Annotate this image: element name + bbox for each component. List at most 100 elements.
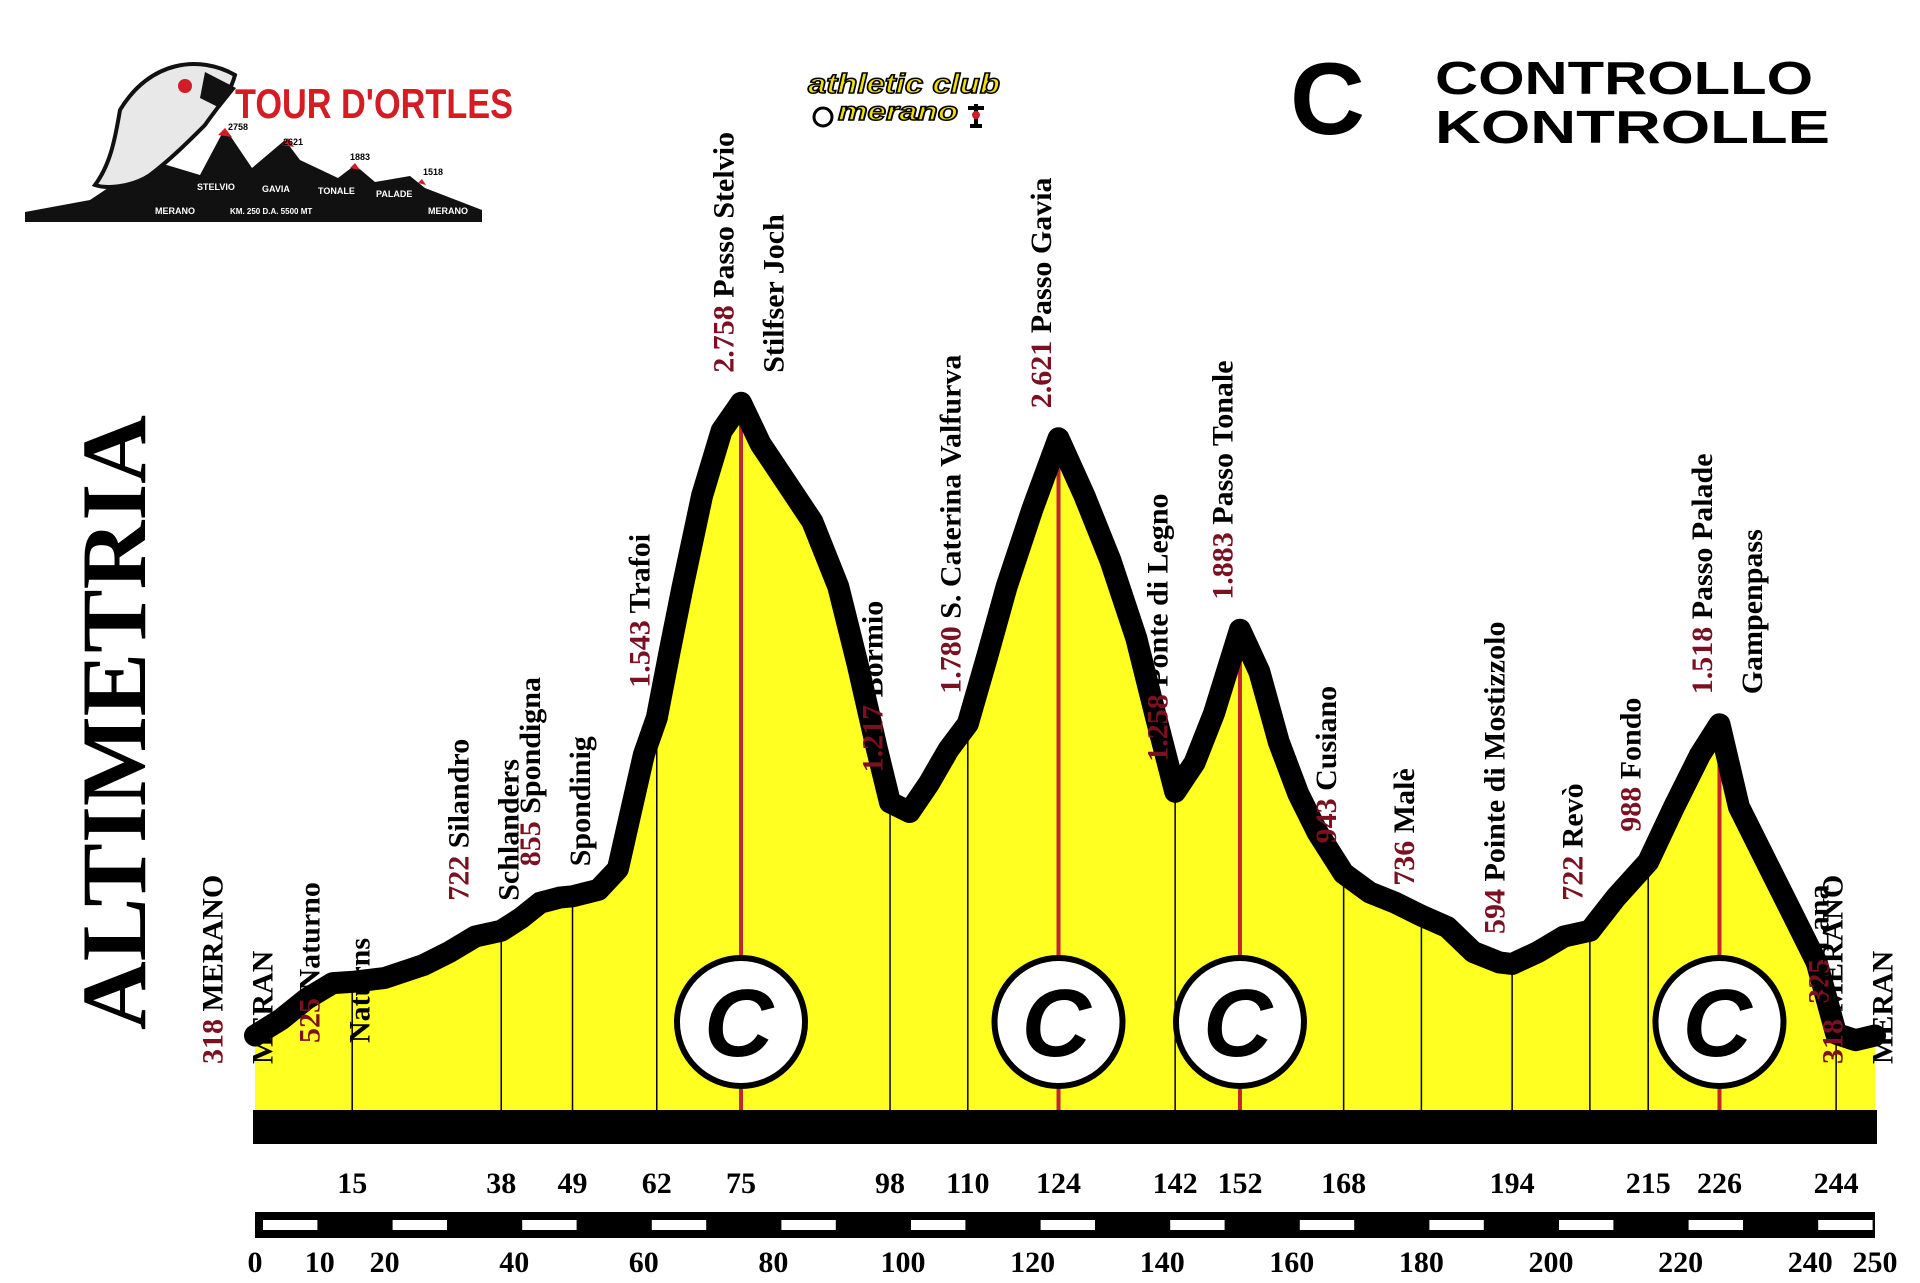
station-name-3-0: Spondigna — [514, 677, 547, 814]
scale-tick-13: 240 — [1788, 1246, 1833, 1279]
scale-tick-12: 220 — [1658, 1246, 1703, 1279]
profile-outline-group — [244, 391, 1886, 1052]
station-name-6-0: Bormio — [857, 601, 890, 698]
scale-segment-180 — [1429, 1220, 1484, 1230]
km-mark-5: 98 — [875, 1167, 905, 1200]
control-marker-letter-8: C — [1022, 970, 1093, 1077]
tour-logo: TOUR D'ORTLES 2758 2621 1883 1518 STELVI… — [25, 62, 513, 222]
km-mark-8: 142 — [1153, 1167, 1198, 1200]
scale-tick-1: 10 — [305, 1246, 335, 1279]
station-label-15-0: 988 Fondo — [1615, 698, 1648, 832]
station-name-11-0: Cusiano — [1310, 686, 1343, 791]
station-label-3-0: 855 Spondigna — [514, 677, 547, 866]
station-name-2-0: Silandro — [443, 739, 476, 849]
scale-segment-80 — [781, 1220, 836, 1230]
control-legend-line-2: KONTROLLE — [1435, 101, 1830, 153]
station-name-15-0: Fondo — [1615, 698, 1648, 780]
station-altitude-12: 736 — [1388, 833, 1421, 886]
station-name-10-0: Passo Tonale — [1207, 360, 1240, 524]
control-marker-ring-10 — [1172, 955, 1307, 1089]
station-name-18-0: MERANO — [1817, 875, 1850, 1012]
club-athlete-head — [972, 111, 980, 119]
station-label-7-0: 1.780 S. Caterina Valfurva — [934, 355, 967, 694]
station-label-11-0: 943 Cusiano — [1310, 686, 1343, 844]
km-mark-2: 49 — [558, 1167, 588, 1200]
station-name-3-1: Spondinig — [564, 736, 597, 866]
control-legend: C CONTROLLO KONTROLLE — [1290, 42, 1830, 156]
scale-tick-6: 100 — [881, 1246, 926, 1279]
scale-tick-10: 180 — [1399, 1246, 1444, 1279]
side-title: ALTIMETRIA — [63, 415, 165, 1030]
km-mark-6: 110 — [946, 1167, 989, 1200]
station-altitude-3: 855 — [514, 814, 547, 867]
scale-segment-60 — [651, 1220, 707, 1230]
scale-tick-0: 0 — [248, 1246, 263, 1279]
station-name-2-1: Schlanders — [493, 759, 526, 901]
scale-segment-20 — [392, 1220, 447, 1230]
station-altitude-2: 722 — [443, 848, 476, 901]
logo-peak-height-3: 1883 — [350, 152, 370, 162]
profile-outline — [244, 391, 1886, 1052]
station-label-16-0: 1.518 Passo Palade — [1686, 453, 1719, 694]
profile-base — [253, 1110, 1877, 1144]
station-name-17-0: Lana — [1803, 884, 1836, 951]
logo-peak-stelvio: STELVIO — [197, 182, 235, 192]
scale-tick-4: 60 — [629, 1246, 659, 1279]
station-name-16-1: Gampenpass — [1736, 529, 1769, 694]
eagle-eye — [178, 79, 192, 93]
scale-segment-240 — [1818, 1220, 1873, 1230]
km-mark-3: 62 — [642, 1167, 672, 1200]
station-label-0-1: MERAN — [247, 950, 280, 1064]
control-marker-ring-16 — [1652, 955, 1787, 1089]
station-name-4-0: Trafoi — [623, 534, 656, 613]
scale-tick-3: 40 — [499, 1246, 529, 1279]
profile-baseline — [253, 1110, 1877, 1144]
control-legend-line-1: CONTROLLO — [1435, 52, 1813, 104]
station-altitude-10: 1.883 — [1207, 525, 1240, 600]
control-legend-letter: C — [1290, 42, 1365, 156]
club-line-1: athletic club — [808, 68, 1000, 99]
logo-peak-height-2: 2621 — [283, 137, 303, 147]
scale-tick-14: 250 — [1853, 1246, 1898, 1279]
station-name-5-0: Passo Stelvio — [708, 132, 741, 298]
logo-title: TOUR D'ORTLES — [235, 80, 513, 127]
profile-area — [255, 402, 1875, 1118]
station-label-9-0: 1.258 Ponte di Legno — [1142, 493, 1175, 761]
control-marker-ring-5 — [674, 955, 808, 1089]
station-name-9-0: Ponte di Legno — [1142, 493, 1175, 686]
station-label-5-0: 2.758 Passo Stelvio — [708, 132, 741, 373]
scale-segment-40 — [522, 1220, 577, 1230]
control-marker-letter-5: C — [704, 970, 775, 1077]
station-label-18-1: MERAN — [1867, 950, 1900, 1064]
logo-start-merano: MERANO — [155, 206, 195, 216]
station-label-8-0: 2.621 Passo Gavia — [1025, 177, 1058, 408]
station-name-1-0: Naturno — [294, 882, 327, 990]
profile-fill — [255, 402, 1875, 1118]
station-altitude-9: 1.258 — [1142, 687, 1175, 762]
station-name-16-0: Passo Palade — [1686, 453, 1719, 619]
station-label-12-0: 736 Malè — [1388, 768, 1421, 885]
scale-tick-5: 80 — [758, 1246, 788, 1279]
eagle-beak — [200, 72, 236, 108]
logo-peak-gavia: GAVIA — [262, 184, 290, 194]
km-mark-11: 194 — [1490, 1167, 1535, 1200]
station-name-0-0: MERANO — [197, 875, 230, 1012]
station-altitude-1: 525 — [294, 991, 327, 1044]
station-label-16-1: Gampenpass — [1736, 529, 1769, 694]
station-label-18-0: 318 MERANO — [1817, 875, 1850, 1064]
station-name-5-1: Stilfser Joch — [758, 214, 791, 373]
logo-peak-height-1: 2758 — [228, 122, 248, 132]
station-label-5-1: Stilfser Joch — [758, 214, 791, 373]
scale-tick-11: 200 — [1529, 1246, 1574, 1279]
club-wheel-icon — [812, 106, 834, 128]
athletic-club-logo: athletic club merano — [807, 67, 1001, 128]
station-altitude-5: 2.758 — [708, 298, 741, 373]
km-mark-13: 226 — [1697, 1167, 1742, 1200]
scale-tick-9: 160 — [1269, 1246, 1314, 1279]
station-altitude-16: 1.518 — [1686, 619, 1719, 694]
km-mark-14: 244 — [1814, 1167, 1859, 1200]
km-mark-7: 124 — [1036, 1167, 1081, 1200]
station-altitude-11: 943 — [1310, 791, 1343, 844]
